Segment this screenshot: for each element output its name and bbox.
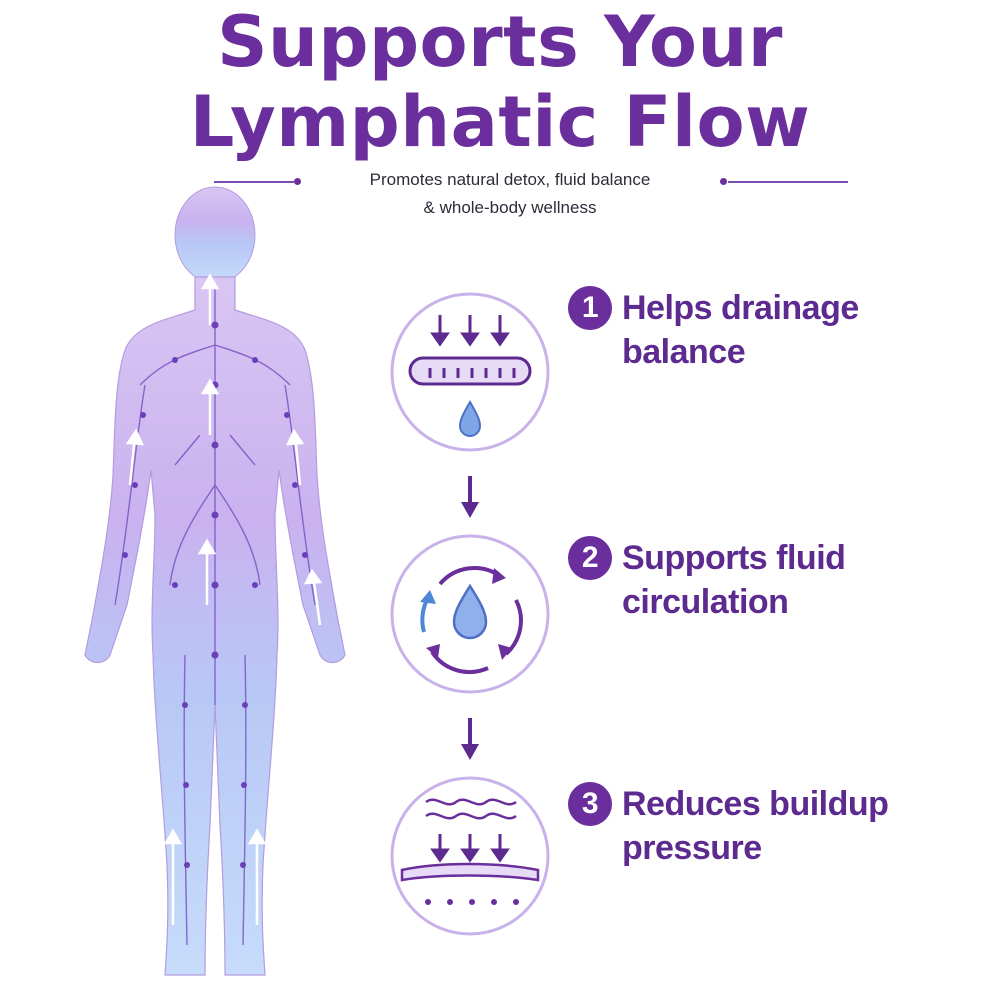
lymph-nodes (122, 321, 308, 868)
subtitle-block: Promotes natural detox, fluid balance & … (0, 166, 1000, 226)
step-1-label: 1 Helps drainage balance (568, 286, 922, 374)
down-arrow-icon-2 (461, 718, 479, 760)
step-2-line-2: circulation (622, 583, 789, 621)
flow-arrows (125, 273, 323, 925)
step-2-line-1: Supports fluid (622, 539, 846, 577)
down-arrow-icon (461, 476, 479, 518)
step-3-line-1: Reduces buildup (622, 785, 889, 823)
page-title: Supports Your Lymphatic Flow (0, 2, 1000, 162)
human-body-lymphatic-illustration (84, 186, 346, 976)
title-line-1: Supports Your (217, 1, 783, 83)
step-3-label: 3 Reduces buildup pressure (568, 782, 922, 870)
divider-left (214, 181, 294, 183)
step-2-number-badge: 2 (568, 536, 612, 580)
subtitle-line-1: Promotes natural detox, fluid balance (369, 170, 651, 189)
step-2-label: 2 Supports fluid circulation (568, 536, 922, 624)
subtitle: Promotes natural detox, fluid balance & … (300, 166, 720, 222)
subtitle-line-2: & whole-body wellness (423, 198, 597, 217)
step-3-line-2: pressure (622, 829, 762, 867)
pressure-icon (390, 776, 550, 936)
step-3-number-badge: 3 (568, 782, 612, 826)
divider-dot-left (294, 178, 301, 185)
circulation-icon (390, 534, 550, 694)
title-line-2: Lymphatic Flow (189, 81, 811, 163)
divider-right (728, 181, 848, 183)
step-1-line-1: Helps drainage (622, 289, 859, 327)
step-1-line-2: balance (622, 333, 746, 371)
divider-dot-right (720, 178, 727, 185)
drainage-icon (390, 292, 550, 452)
step-1-number-badge: 1 (568, 286, 612, 330)
